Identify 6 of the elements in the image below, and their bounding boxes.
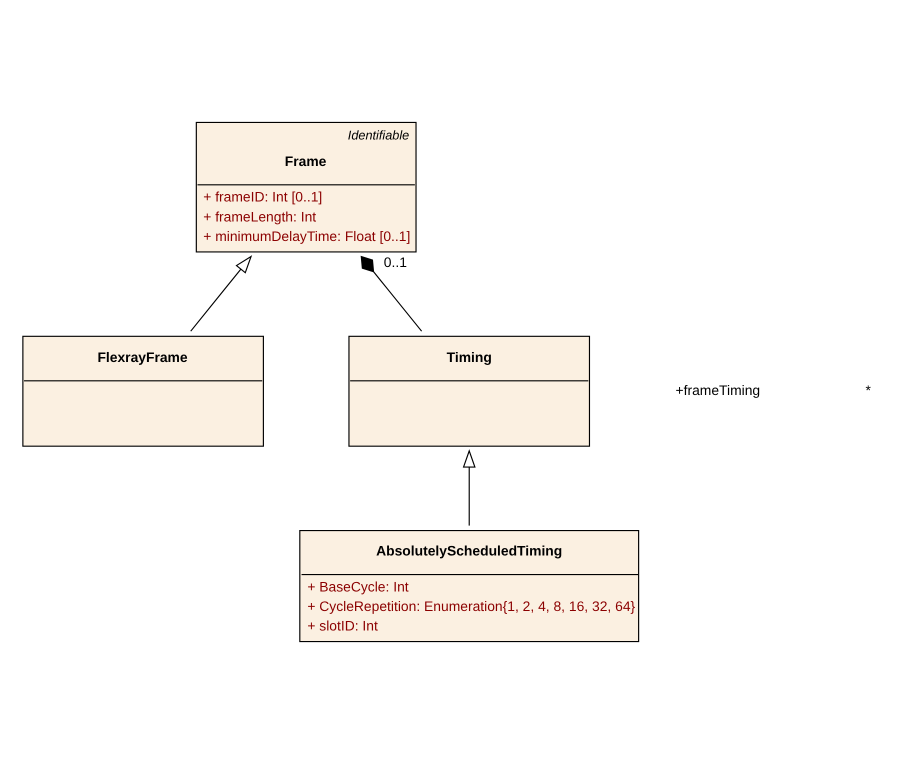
connector — [360, 255, 422, 332]
label: * — [864, 381, 870, 398]
label: +frameTiming — [675, 381, 760, 398]
edge-label: 0..1 — [383, 253, 406, 270]
arrow — [190, 254, 252, 332]
arrow — [462, 448, 476, 526]
